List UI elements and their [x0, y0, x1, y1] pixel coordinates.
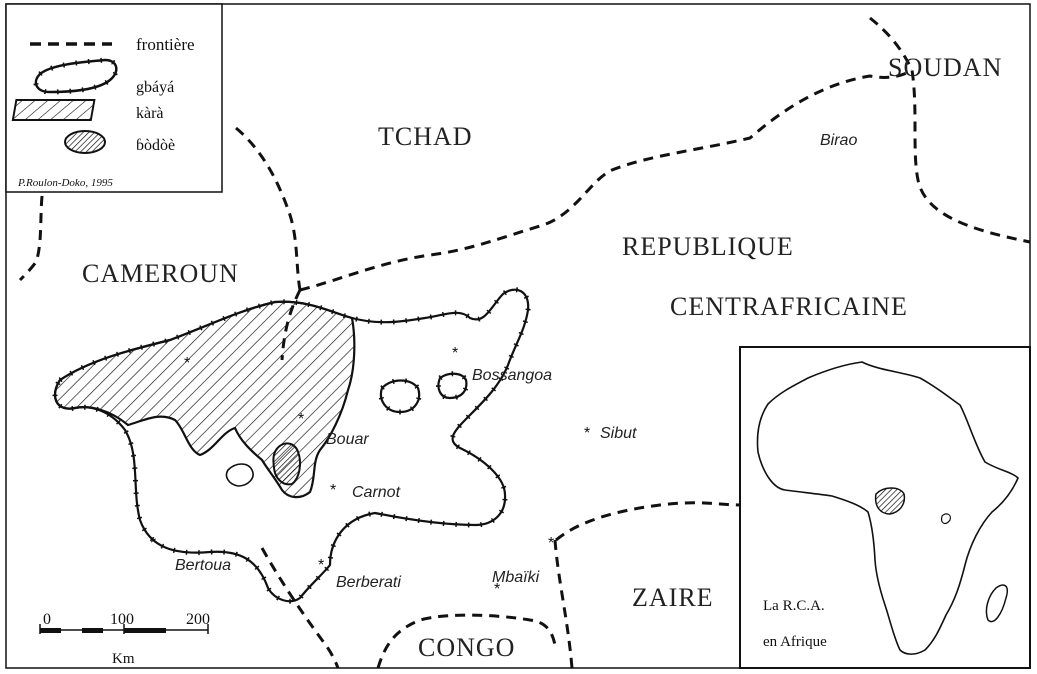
- africa-outline: [756, 361, 1019, 655]
- bodoe-zone: [272, 442, 301, 486]
- legend-label-frontier: frontière: [136, 35, 195, 54]
- legend-label-kara: kàrà: [136, 105, 164, 122]
- city-label-birao: Birao: [820, 132, 857, 149]
- svg-text:*: *: [452, 345, 458, 362]
- country-label-soudan: SOUDAN: [888, 53, 1002, 82]
- scale-tick-100: 100: [110, 611, 134, 628]
- country-label-rca-line2: CENTRAFRICAINE: [670, 292, 908, 321]
- svg-text:*: *: [548, 535, 554, 552]
- scale-unit: Km: [112, 651, 135, 667]
- country-label-cameroun: CAMEROUN: [82, 259, 239, 288]
- legend: frontière gbáyá kàrà ɓòdòè P.Roulon-Doko…: [5, 3, 223, 193]
- inset-lake: [941, 513, 951, 525]
- scale-bar: 0 100 200 Km: [39, 611, 210, 667]
- svg-text:*: *: [584, 425, 590, 442]
- scale-tick-0: 0: [43, 611, 51, 628]
- inset-caption-line2: en Afrique: [763, 634, 827, 650]
- legend-bodoe-swatch: [64, 130, 106, 154]
- city-markers: * * * * * * * * *: [150, 345, 590, 598]
- frontier-lines: [18, 16, 1031, 669]
- city-label-bouar: Bouar: [326, 431, 369, 448]
- svg-text:*: *: [330, 482, 336, 499]
- map-frame: [5, 3, 1031, 669]
- legend-gbaya-swatch: [34, 58, 118, 94]
- city-label-berberati: Berberati: [336, 574, 401, 591]
- madagascar-outline: [985, 584, 1008, 623]
- country-label-congo: CONGO: [418, 633, 515, 662]
- scale-tick-200: 200: [186, 611, 210, 628]
- svg-text:*: *: [150, 535, 156, 552]
- legend-credit: P.Roulon-Doko, 1995: [17, 177, 113, 189]
- inset-rca-highlight: [874, 487, 906, 515]
- svg-text:*: *: [318, 557, 324, 574]
- city-label-carnot: Carnot: [352, 484, 401, 501]
- city-label-mbaiki: Mbaïki: [492, 569, 540, 586]
- svg-text:*: *: [184, 355, 190, 372]
- country-label-rca-line1: REPUBLIQUE: [622, 232, 794, 261]
- kara-zone: [53, 300, 356, 499]
- country-label-zaire: ZAIRE: [632, 583, 714, 612]
- country-label-tchad: TCHAD: [378, 122, 473, 151]
- svg-text:*: *: [298, 411, 304, 428]
- legend-kara-swatch: [11, 99, 96, 121]
- legend-label-bodoe: ɓòdòè: [136, 137, 175, 154]
- city-label-bossangoa: Bossangoa: [472, 367, 552, 384]
- legend-box: [5, 3, 223, 193]
- inset-map: La R.C.A. en Afrique: [739, 346, 1031, 669]
- inset-caption-line1: La R.C.A.: [763, 598, 825, 614]
- city-label-bertoua: Bertoua: [175, 557, 231, 574]
- svg-text:*: *: [494, 581, 500, 598]
- city-label-sibut: Sibut: [600, 425, 637, 442]
- legend-label-gbaya: gbáyá: [136, 79, 174, 96]
